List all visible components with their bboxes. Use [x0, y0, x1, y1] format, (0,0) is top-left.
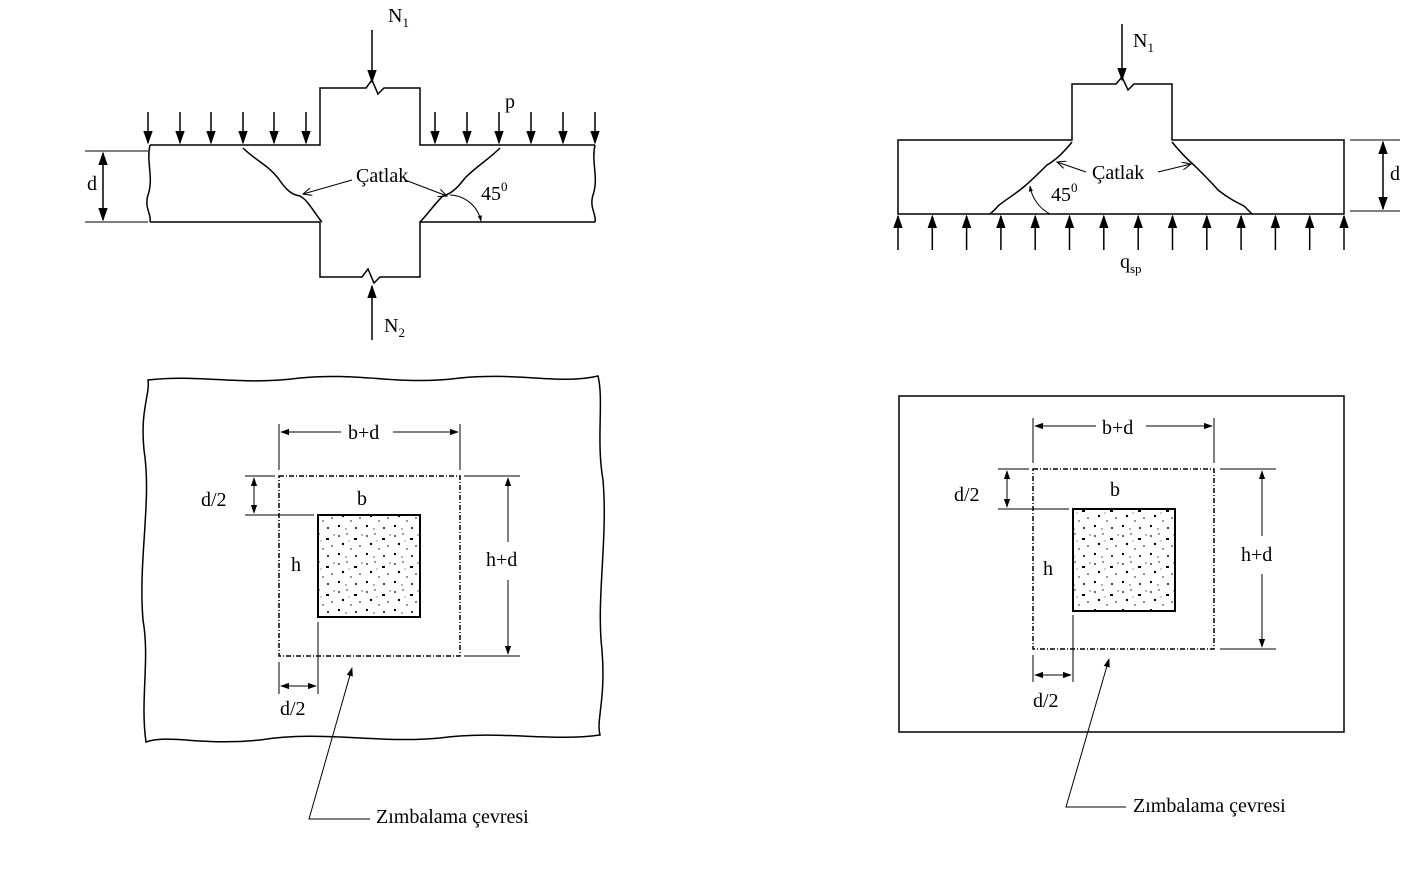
column-section-left: [317, 514, 421, 618]
load-label-n1: N1: [1133, 30, 1154, 55]
angle-arc-left: [449, 194, 482, 222]
crack-line-left: [242, 147, 323, 223]
angle-arc-right: [1028, 185, 1051, 215]
thickness-label-left: d: [87, 173, 97, 195]
dim-label-b-plus-d: b+d: [348, 422, 379, 444]
load-label-n2: N2: [384, 315, 405, 340]
crack-leader-left: [303, 179, 353, 194]
footing-plan-right: [898, 395, 1345, 808]
perimeter-leader-right: [1065, 658, 1126, 808]
slab-bottom-edge: [150, 221, 595, 285]
crack-leader-right: [404, 179, 447, 196]
slab-section-left: [85, 30, 600, 340]
footing-section-right-labels: N1 qsp d Çatlak 450: [1051, 30, 1400, 276]
footing-plan-right-labels: b+d h+d d/2 d/2 b h Zımbalama çevresi: [954, 417, 1286, 817]
dim-label-half-d-top: d/2: [954, 484, 980, 506]
thickness-label-right: d: [1390, 163, 1400, 185]
crack-label-left: Çatlak: [356, 165, 408, 187]
column-label-b: b: [357, 488, 367, 510]
slab-section-left-labels: N1 N2 p d Çatlak 450: [87, 5, 515, 340]
perimeter-label-right: Zımbalama çevresi: [1133, 795, 1286, 817]
dim-label-half-d-bottom: d/2: [280, 698, 306, 720]
perimeter-leader-left: [308, 667, 370, 820]
crack-leader-right: [1157, 164, 1191, 173]
punching-perimeter-right: [1032, 468, 1215, 650]
column-label-h: h: [291, 554, 301, 576]
crack-label-right: Çatlak: [1092, 162, 1144, 184]
slab-plan-left-labels: b+d h+d d/2 d/2 b h Zımbalama çevresi: [201, 422, 529, 828]
dim-label-h-plus-d: h+d: [1241, 544, 1272, 566]
footing-crack-right: [1171, 141, 1253, 215]
angle-label-right: 450: [1051, 180, 1078, 206]
footing-section-right: [893, 24, 1400, 250]
crack-leader-left: [1057, 162, 1087, 173]
column-label-b: b: [1110, 479, 1120, 501]
soil-pressure-label: qsp: [1120, 251, 1142, 276]
crack-line-right: [419, 147, 501, 223]
slab-break-right: [591, 144, 597, 223]
distributed-load-arrows-left: [143, 112, 600, 145]
dim-label-h-plus-d: h+d: [486, 549, 517, 571]
dim-label-half-d-top: d/2: [201, 489, 227, 511]
slab-plan-left: [141, 375, 605, 820]
soil-pressure-arrows: [893, 214, 1349, 250]
footing-crack-left: [989, 141, 1073, 215]
perimeter-label-left: Zımbalama çevresi: [376, 806, 529, 828]
dim-label-b-plus-d: b+d: [1102, 417, 1133, 439]
angle-label-left: 450: [481, 179, 508, 205]
punching-perimeter-left: [278, 475, 461, 657]
footing-outline: [897, 75, 1345, 215]
column-section-right: [1072, 508, 1176, 612]
column-label-h: h: [1043, 558, 1053, 580]
dim-label-half-d-bottom: d/2: [1033, 690, 1059, 712]
slab-plan-outline: [141, 375, 605, 743]
load-label-n1: N1: [388, 5, 409, 30]
slab-top-edge: [150, 78, 595, 146]
slab-break-left: [146, 144, 152, 223]
footing-plan-outline: [898, 395, 1345, 733]
distributed-load-label: p: [505, 91, 515, 113]
